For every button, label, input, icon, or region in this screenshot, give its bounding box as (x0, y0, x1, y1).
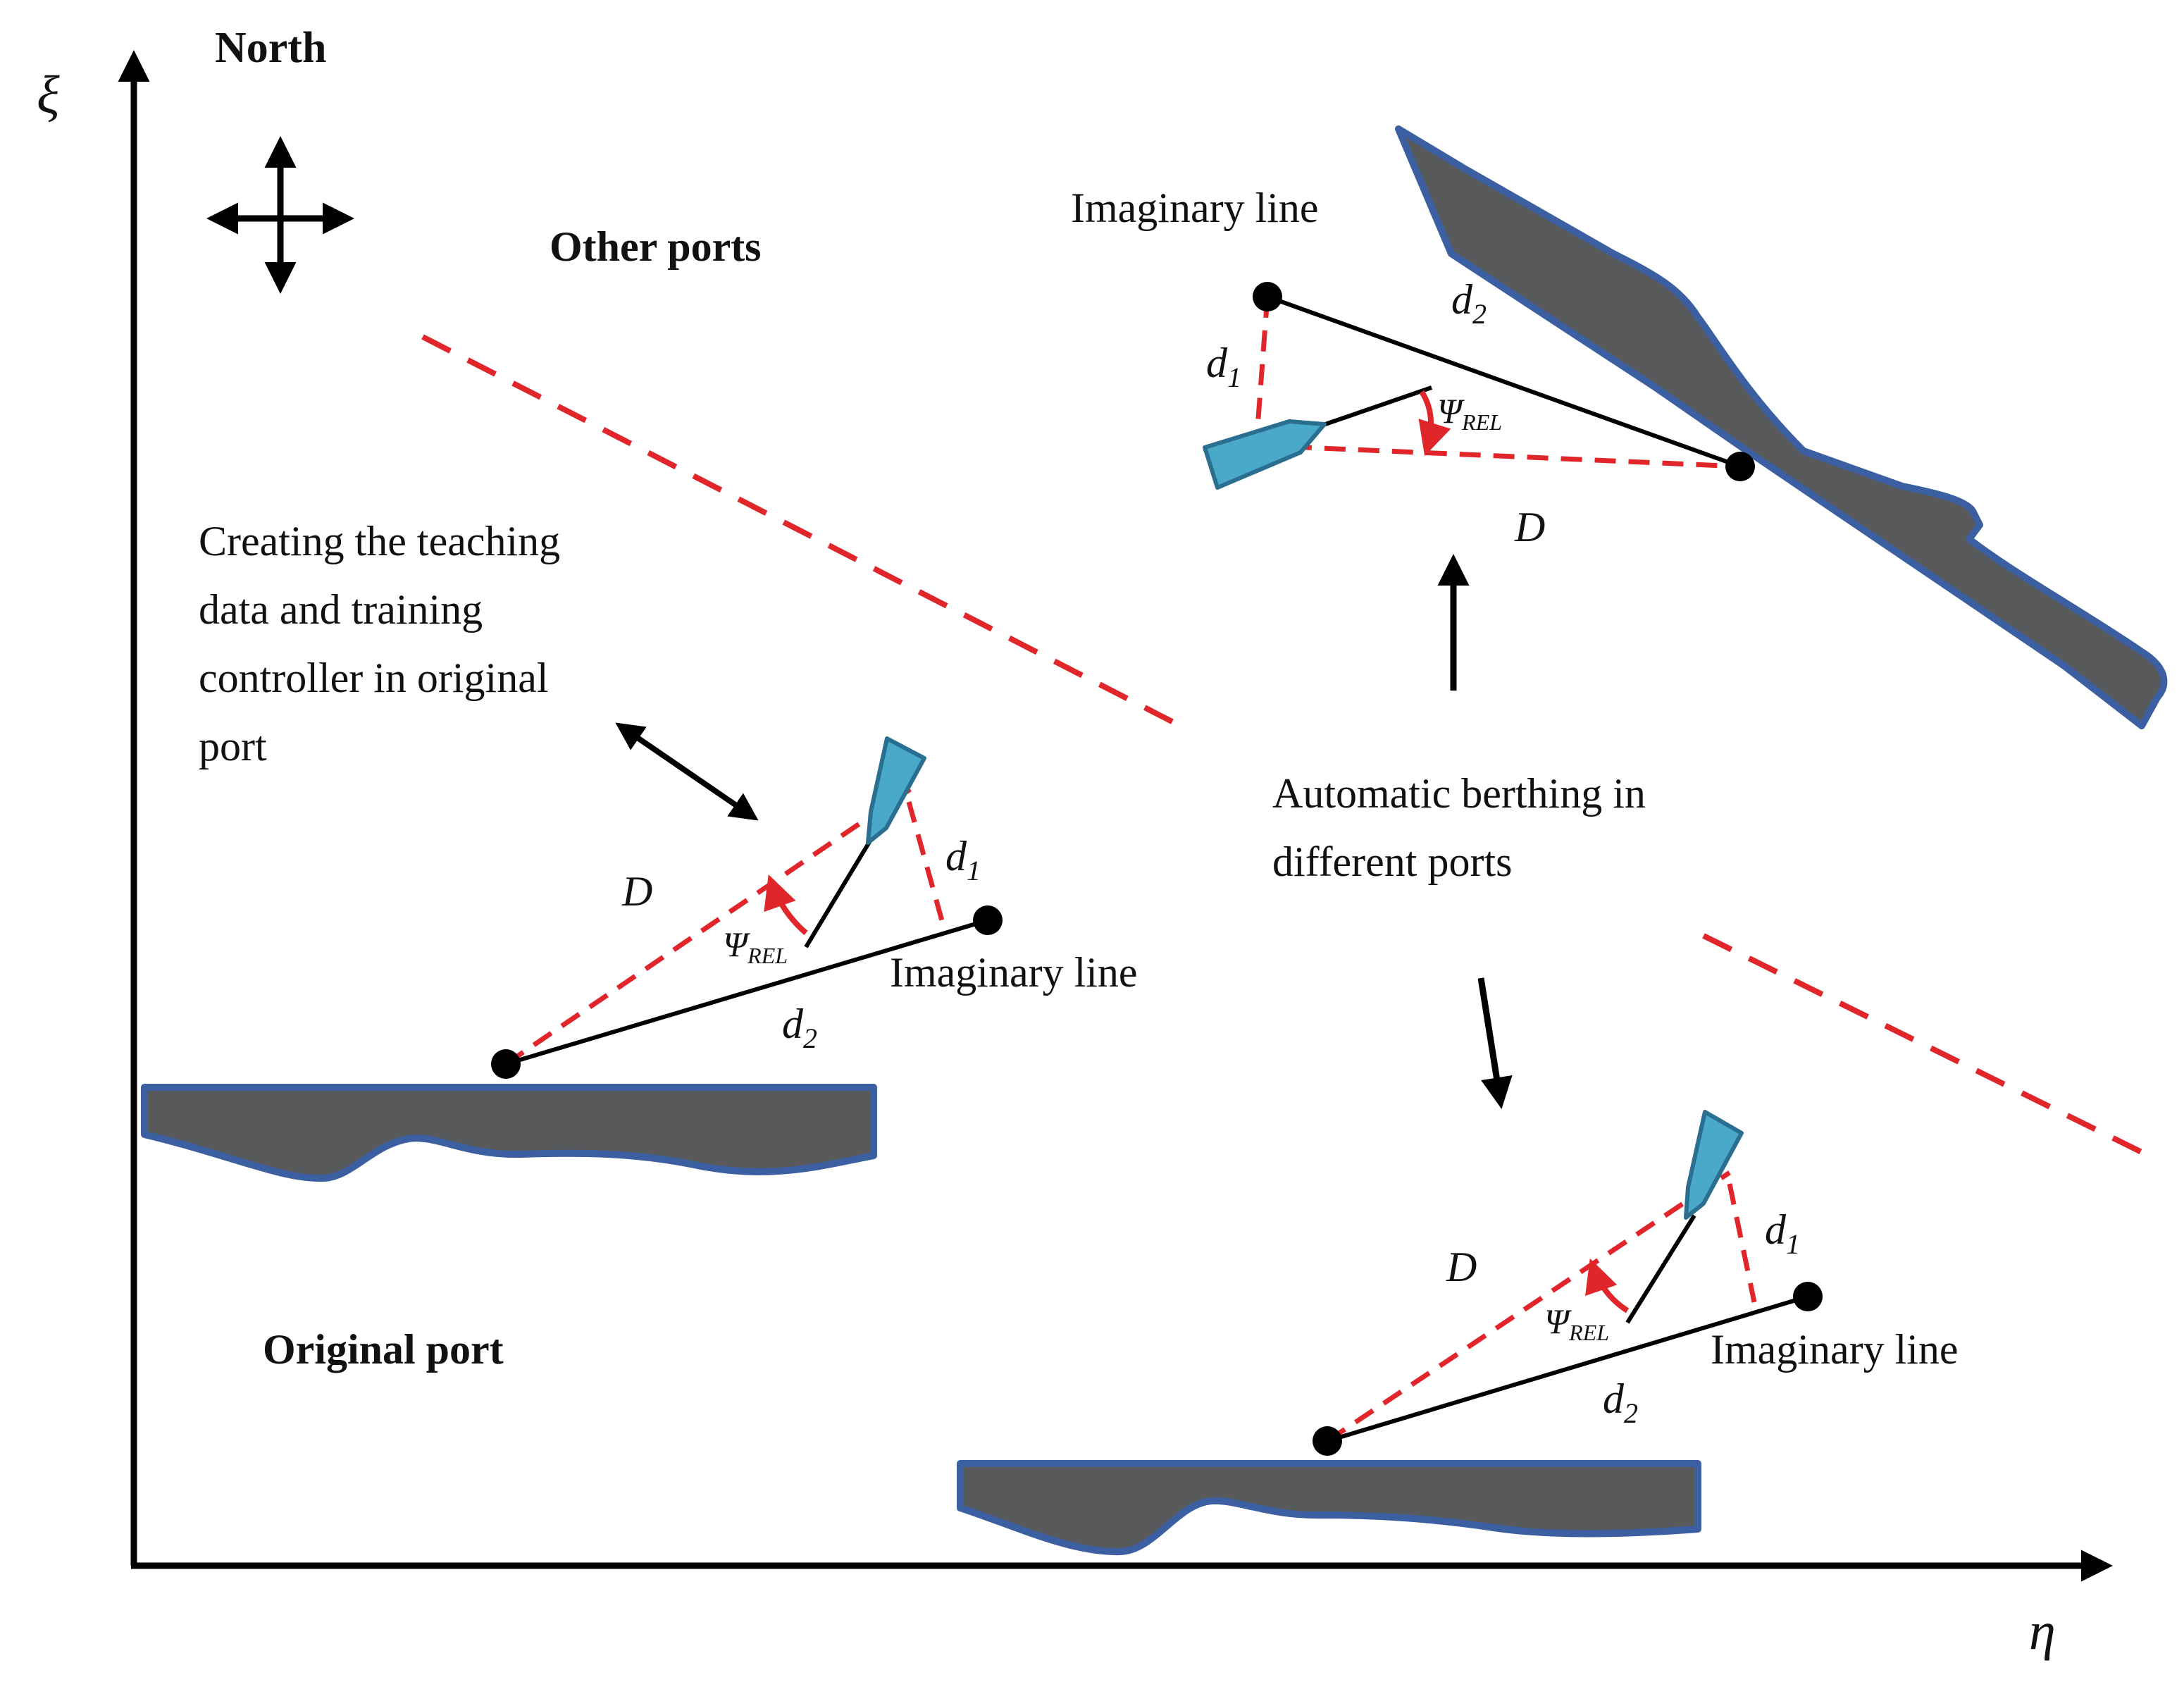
training-note-arrow (615, 722, 759, 821)
original-distance-line (504, 787, 912, 1066)
original-d1-label: d1 (945, 833, 981, 886)
upper-psi-arc (1418, 390, 1451, 457)
lower-psi-subscript: REL (1568, 1320, 1609, 1345)
upper-heading-line (1308, 385, 1432, 432)
original-d2-label: d2 (782, 1001, 817, 1054)
original-d2-symbol: d (782, 1001, 804, 1047)
other-port-lower-quay (957, 1460, 1701, 1556)
original-d1-subscript: 1 (967, 855, 981, 886)
upper-ship (1203, 419, 1327, 490)
original-port-scenario: D d1 d2 ΨREL Imaginary line (141, 736, 1138, 1182)
berthing-arrow-down (1477, 977, 1513, 1109)
north-label: North (215, 24, 326, 72)
original-distance-label: D (621, 868, 652, 915)
original-psi-arc (764, 874, 808, 936)
other-ports-label: Other ports (550, 223, 762, 270)
original-ship (866, 736, 926, 845)
lower-target-point (1793, 1282, 1823, 1311)
lower-psi-symbol: Ψ (1544, 1301, 1572, 1341)
lower-d1-line (1727, 1183, 1757, 1303)
lower-psi-arc (1584, 1258, 1630, 1313)
lower-imaginary-line-label: Imaginary line (1711, 1326, 1959, 1373)
training-note-line-4: port (199, 723, 267, 769)
other-port-lower-scenario: D d1 d2 ΨREL Imaginary line (957, 1110, 1959, 1556)
original-port-quay (141, 1084, 877, 1182)
coordinate-axes: ξ η (37, 50, 2113, 1661)
upper-psi-subscript: REL (1461, 409, 1502, 435)
original-psi-subscript: REL (747, 943, 788, 968)
upper-imaginary-line (1266, 295, 1742, 469)
lower-psi-label: ΨREL (1544, 1301, 1609, 1345)
boundary-line-lower (1702, 933, 2157, 1162)
lower-d2-symbol: d (1603, 1375, 1625, 1422)
lower-distance-label: D (1446, 1244, 1477, 1290)
lower-heading-line (1625, 1214, 1696, 1324)
upper-d2-subscript: 2 (1472, 298, 1487, 330)
other-port-upper-scenario: Imaginary line d1 d2 ΨREL D (1071, 125, 2168, 729)
original-d1-line (906, 801, 945, 924)
original-d1-symbol: d (945, 833, 967, 879)
lower-imaginary-line (1327, 1294, 1808, 1443)
upper-distance-label: D (1514, 504, 1545, 550)
lower-distance-line (1326, 1170, 1731, 1443)
original-d2-subscript: 2 (803, 1022, 817, 1054)
lower-ship (1684, 1110, 1744, 1220)
lower-d1-subscript: 1 (1786, 1228, 1800, 1260)
xi-axis-label: ξ (37, 66, 60, 125)
upper-distance-line (1256, 443, 1741, 469)
north-compass: North (206, 24, 354, 294)
original-berth-point (491, 1049, 521, 1079)
boundary-line-upper (421, 334, 1189, 732)
upper-d1-subscript: 1 (1227, 361, 1241, 393)
upper-psi-label: ΨREL (1437, 391, 1502, 435)
upper-d2-label: d2 (1451, 276, 1487, 330)
upper-d2-symbol: d (1451, 276, 1473, 323)
upper-psi-symbol: Ψ (1437, 391, 1465, 431)
upper-berth-point (1725, 452, 1755, 481)
other-port-upper-quay (1395, 125, 2168, 729)
lower-d1-label: d1 (1765, 1206, 1800, 1260)
training-note-line-1: Creating the teaching (199, 518, 560, 564)
original-heading-line (804, 837, 874, 948)
upper-imaginary-line-label: Imaginary line (1071, 185, 1319, 231)
lower-d2-subscript: 2 (1624, 1397, 1638, 1429)
training-note: Creating the teaching data and training … (199, 518, 759, 821)
original-psi-symbol: Ψ (723, 925, 750, 964)
upper-d1-label: d1 (1206, 340, 1241, 393)
upper-d1-symbol: d (1206, 340, 1228, 386)
training-note-line-2: data and training (199, 586, 483, 633)
training-note-line-3: controller in original (199, 655, 549, 701)
original-port-label: Original port (263, 1326, 504, 1373)
lower-berth-point (1313, 1426, 1342, 1456)
original-imaginary-line (505, 918, 988, 1066)
original-target-point (973, 905, 1003, 935)
original-imaginary-line-label: Imaginary line (890, 949, 1138, 996)
original-psi-label: ΨREL (723, 925, 788, 968)
upper-start-point (1253, 282, 1282, 311)
lower-d1-symbol: d (1765, 1206, 1787, 1253)
lower-d2-label: d2 (1603, 1375, 1638, 1429)
berthing-note-line-1: Automatic berthing in (1272, 770, 1646, 817)
berthing-note: Automatic berthing in different ports (1272, 554, 1646, 1109)
upper-d1-line (1254, 296, 1270, 438)
eta-axis-label: η (2029, 1602, 2056, 1661)
berthing-note-line-2: different ports (1272, 839, 1512, 885)
